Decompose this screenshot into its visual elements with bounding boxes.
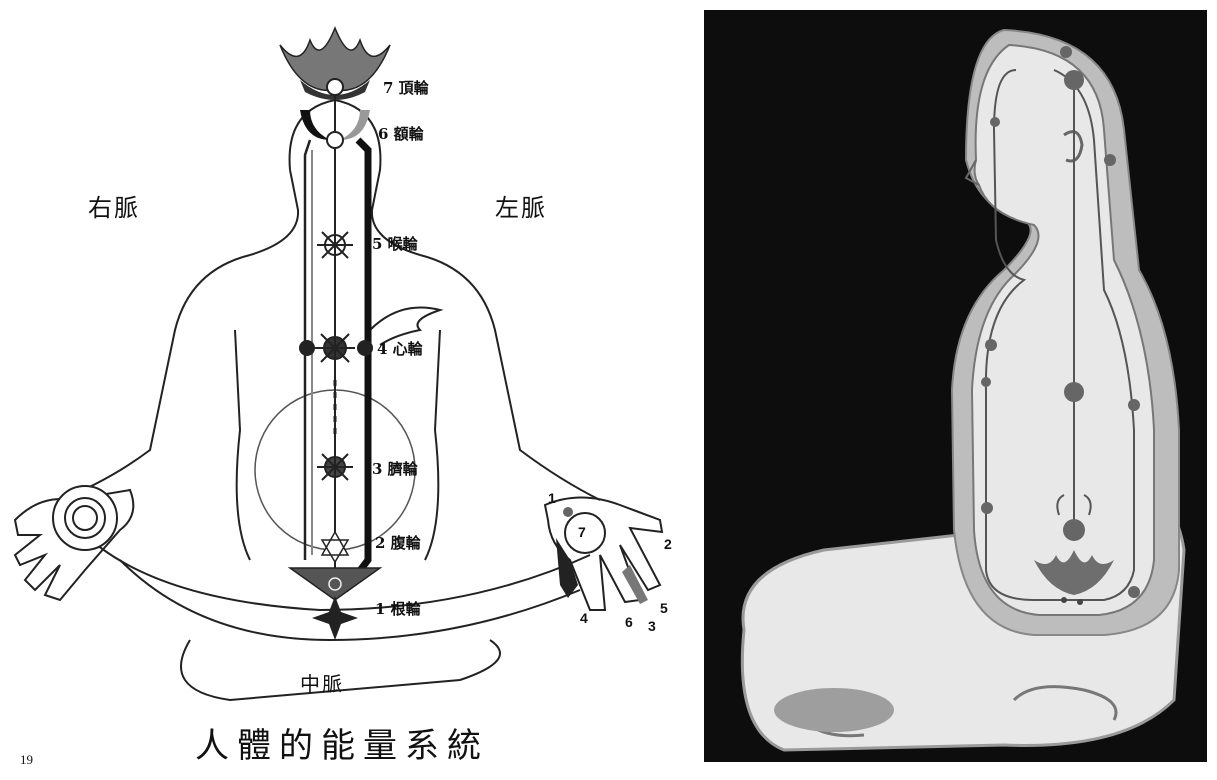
hand-number-6: 6 <box>625 614 633 630</box>
chakra-label-root: 1 根輪 <box>375 598 421 619</box>
hand-number-5: 5 <box>660 600 668 616</box>
seated-figure-outline <box>0 0 700 780</box>
central-channel-label: 中脈 <box>300 668 344 697</box>
left-channel-label: 左脈 <box>495 188 547 223</box>
hand-number-2: 2 <box>664 536 672 552</box>
meditation-figure-panel <box>704 10 1207 762</box>
hand-number-1: 1 <box>548 490 556 506</box>
chakra-label-brow: 6 額輪 <box>378 123 424 144</box>
chakra-label-crown: 7 頂輪 <box>383 77 429 98</box>
page-number: 19 <box>20 752 33 768</box>
chakra-label-heart: 4 心輪 <box>377 338 423 359</box>
right-channel-label: 右脈 <box>88 188 140 223</box>
chakra-label-navel: 3 臍輪 <box>372 458 418 479</box>
chakra-diagram-panel: 右脈 左脈 中脈 7 頂輪 6 額輪 5 喉輪 4 心輪 3 臍輪 2 腹輪 1… <box>0 0 700 780</box>
hand-marker-seven: 7 <box>578 524 586 540</box>
chakra-label-throat: 5 喉輪 <box>372 233 418 254</box>
hand-number-3: 3 <box>648 618 656 634</box>
meditating-silhouette <box>704 10 1207 762</box>
hand-number-4: 4 <box>580 610 588 626</box>
chakra-label-sacral: 2 腹輪 <box>375 532 421 553</box>
diagram-caption: 人體的能量系統 <box>195 718 489 767</box>
